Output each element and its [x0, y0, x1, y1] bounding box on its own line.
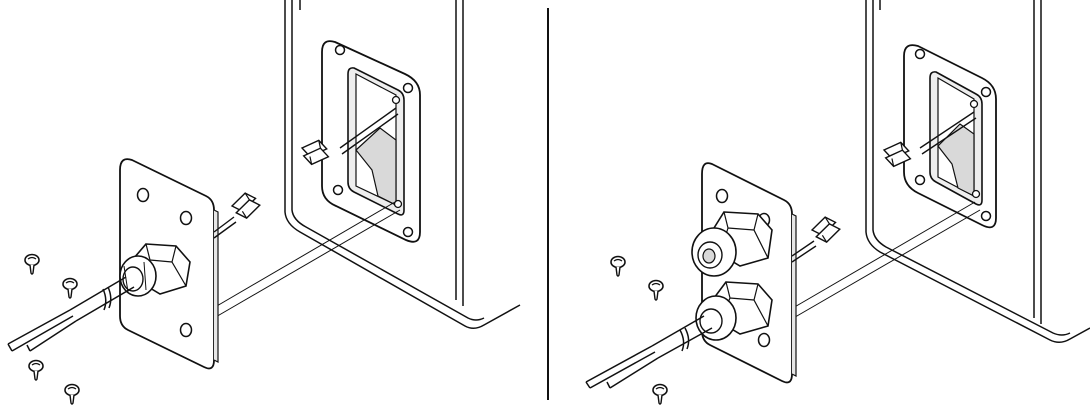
internal-wires-left — [339, 107, 399, 155]
recess-plate-right — [903, 44, 997, 229]
external-cable-left — [7, 276, 135, 352]
plate-connector-left — [229, 189, 263, 222]
screws-left — [24, 253, 80, 405]
cable-gland-upper-right — [691, 211, 773, 277]
alignment-lines-left — [209, 201, 401, 319]
panel-left — [7, 0, 521, 405]
plate-connector-right — [809, 213, 843, 246]
cable-gland-lower-right — [695, 281, 773, 341]
alignment-lines-right — [785, 201, 981, 321]
panel-right — [585, 0, 1090, 405]
plate-wires-left — [213, 216, 237, 239]
enclosure-right — [865, 0, 1090, 343]
cable-gland-left — [119, 243, 191, 297]
external-cable-right — [585, 315, 713, 389]
recess-plate-left — [321, 40, 421, 243]
internal-wires-right — [919, 111, 977, 155]
enclosure-left — [284, 0, 521, 329]
plate-wires-right — [791, 240, 817, 263]
